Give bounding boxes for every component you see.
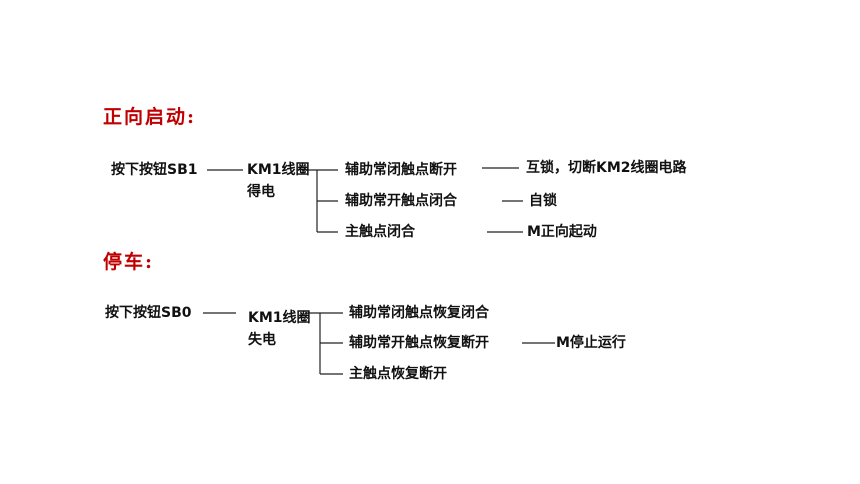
forward-result-3: M正向起动 [527, 224, 597, 240]
stop-branch-2-label: 辅助常开触点恢复断开 [349, 335, 489, 351]
forward-branch-2-label: 辅助常开触点闭合 [345, 193, 457, 209]
stop-trigger-label: 按下按钮SB0 [105, 305, 192, 321]
forward-result-2: 自锁 [529, 193, 557, 209]
forward-coil-label: KM1线圈 得电 [247, 159, 310, 203]
stop-result-2: M停止运行 [556, 335, 626, 351]
forward-trigger-label: 按下按钮SB1 [111, 162, 198, 178]
forward-coil-line-2: 得电 [247, 184, 275, 200]
stop-branch-3-label: 主触点恢复断开 [349, 366, 447, 382]
forward-coil-line-1: KM1线圈 [247, 162, 310, 178]
stop-coil-label: KM1线圈 失电 [248, 307, 311, 351]
forward-start-heading: 正向启动: [103, 106, 197, 128]
stop-coil-line-1: KM1线圈 [248, 310, 311, 326]
stop-branch-1-label: 辅助常闭触点恢复闭合 [349, 305, 489, 321]
forward-result-1: 互锁，切断KM2线圈电路 [526, 160, 687, 176]
forward-branch-1-label: 辅助常闭触点断开 [345, 162, 457, 178]
stop-coil-line-2: 失电 [248, 332, 276, 348]
stop-heading: 停车: [103, 251, 155, 273]
forward-branch-3-label: 主触点闭合 [345, 224, 415, 240]
